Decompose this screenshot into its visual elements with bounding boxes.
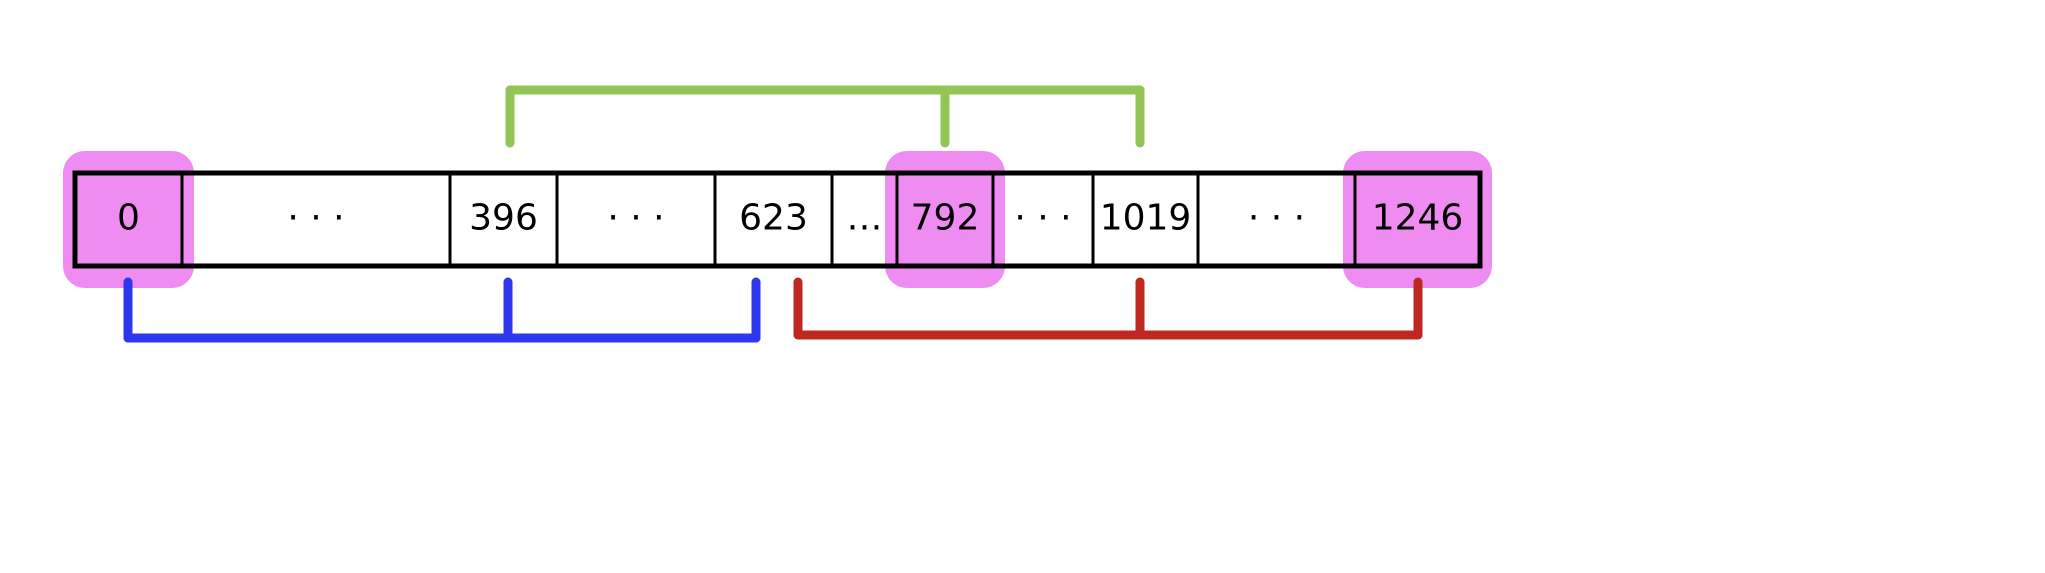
cell-label: 0 <box>117 198 140 239</box>
cell-label: 1246 <box>1372 198 1464 239</box>
highlight-blob <box>885 151 1005 288</box>
green-bracket <box>505 85 1145 148</box>
cell-label: … <box>847 198 883 239</box>
cell-label: · · · <box>607 198 664 239</box>
highlight-blob <box>1343 151 1492 288</box>
cell-label: 1019 <box>1100 198 1192 239</box>
highlight-blob <box>63 151 194 288</box>
brackets <box>123 85 1423 343</box>
cell-label: 396 <box>469 198 538 239</box>
cell-label: 792 <box>911 198 980 239</box>
cell-label: · · · <box>1014 198 1071 239</box>
cell-label: · · · <box>1248 198 1305 239</box>
cell-label: · · · <box>287 198 344 239</box>
cell-label: 623 <box>739 198 808 239</box>
array-outline <box>72 170 1483 269</box>
highlights <box>63 151 1492 288</box>
array-cells: 0 · · · 396 · · · 623 … 792 · · · 1019 · · · 1246 <box>72 170 1483 269</box>
red-bracket <box>793 277 1423 340</box>
blue-bracket <box>123 277 761 343</box>
